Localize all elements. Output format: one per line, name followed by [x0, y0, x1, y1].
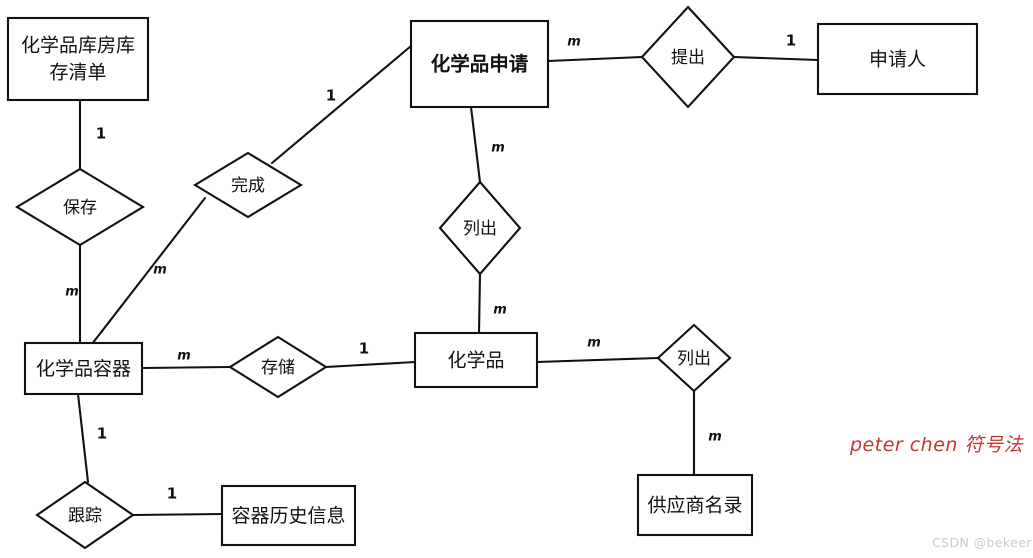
relationships-layer: 保存完成提出列出存储列出跟踪 — [14, 5, 736, 550]
relationship-submit[interactable]: 提出 — [640, 5, 736, 109]
cardinality-label-track-history: 1 — [167, 485, 177, 503]
cardinality-label-chemical-listsup: m — [587, 336, 601, 351]
entity-label: 化学品容器 — [36, 358, 131, 380]
entity-label: 化学品 — [447, 350, 504, 372]
relationship-label: 保存 — [63, 198, 97, 218]
entity-box[interactable] — [220, 484, 357, 547]
relationship-complete[interactable]: 完成 — [192, 151, 304, 219]
relationship-diamond[interactable] — [14, 167, 146, 247]
entity-box[interactable] — [6, 16, 150, 102]
entity-applicant[interactable]: 申请人 — [816, 22, 979, 96]
connection-line — [477, 272, 482, 335]
connection-line — [76, 392, 90, 484]
cardinality-label-list-chemical: m — [493, 303, 507, 318]
cardinality-label-submit-applicant: 1 — [786, 32, 796, 50]
relationship-label: 跟踪 — [68, 506, 102, 526]
connection-track-history — [131, 512, 224, 517]
entity-label: 存清单 — [49, 62, 106, 84]
connection-line — [90, 196, 207, 346]
relationship-diamond[interactable] — [438, 180, 522, 276]
cardinality-label-request-list: m — [491, 141, 505, 156]
connection-container-complete — [90, 196, 207, 346]
entity-box[interactable] — [816, 22, 979, 96]
relationship-store[interactable]: 存储 — [228, 335, 328, 399]
entity-label: 容器历史信息 — [231, 505, 345, 527]
cardinalities-layer: 1 m m 1 m 1 m m m 1 m m 1 1 — [65, 32, 796, 503]
connection-request-submit — [546, 55, 644, 63]
relationship-track[interactable]: 跟踪 — [35, 480, 135, 550]
notation-note-label: peter chen 符号法 — [850, 434, 1023, 456]
csdn-watermark: CSDN @bekeer — [932, 535, 1032, 550]
entity-label: 化学品库房库 — [21, 35, 135, 57]
relationship-diamond[interactable] — [640, 5, 736, 109]
connection-submit-applicant — [732, 55, 820, 62]
connection-line — [732, 55, 820, 62]
connection-line — [546, 55, 644, 63]
connection-list-chemical — [477, 272, 482, 335]
entity-chemical[interactable]: 化学品 — [413, 331, 539, 389]
cardinality-label-container-track: 1 — [97, 425, 107, 443]
cardinality-label-listsup-supplier: m — [708, 430, 722, 445]
relationship-label: 列出 — [463, 219, 497, 239]
entity-label: 申请人 — [869, 49, 926, 71]
relationship-diamond[interactable] — [656, 323, 732, 393]
cardinality-label-container-store: m — [177, 349, 191, 364]
cardinality-label-store-chemical: 1 — [359, 340, 369, 358]
connection-chemical-listsup — [535, 356, 660, 364]
relationship-label: 列出 — [677, 349, 711, 369]
connection-line — [324, 360, 417, 369]
connection-line — [535, 356, 660, 364]
cardinality-label-inventory-save: 1 — [96, 125, 106, 143]
entity-request[interactable]: 化学品申请 — [409, 19, 550, 109]
connection-line — [140, 365, 232, 370]
entity-label: 化学品申请 — [431, 53, 529, 76]
connection-line — [469, 105, 482, 184]
connection-complete-request — [270, 44, 413, 165]
entity-box[interactable] — [413, 331, 539, 389]
entity-box[interactable] — [636, 473, 754, 537]
relationship-list-req[interactable]: 列出 — [438, 180, 522, 276]
relationship-diamond[interactable] — [35, 480, 135, 550]
connections-layer — [76, 44, 820, 517]
connection-line — [131, 512, 224, 517]
connection-store-chemical — [324, 360, 417, 369]
cardinality-label-request-submit: m — [567, 35, 581, 50]
entity-supplier[interactable]: 供应商名录 — [636, 473, 754, 537]
entity-box[interactable] — [23, 341, 144, 396]
entity-container[interactable]: 化学品容器 — [23, 341, 144, 396]
entity-label: 供应商名录 — [647, 495, 742, 517]
cardinality-label-container-complete: m — [153, 263, 167, 278]
relationship-label: 提出 — [671, 48, 705, 68]
cardinality-label-save-container: m — [65, 285, 79, 300]
relationship-list-sup[interactable]: 列出 — [656, 323, 732, 393]
cardinality-label-complete-request: 1 — [326, 87, 336, 105]
connection-request-list — [469, 105, 482, 184]
relationship-diamond[interactable] — [228, 335, 328, 399]
connection-container-store — [140, 365, 232, 370]
relationship-label: 完成 — [231, 176, 265, 196]
relationship-save[interactable]: 保存 — [14, 167, 146, 247]
entity-box[interactable] — [409, 19, 550, 109]
connection-line — [270, 44, 413, 165]
relationship-label: 存储 — [261, 358, 295, 378]
connection-container-track — [76, 392, 90, 484]
entity-history[interactable]: 容器历史信息 — [220, 484, 357, 547]
relationship-diamond[interactable] — [192, 151, 304, 219]
